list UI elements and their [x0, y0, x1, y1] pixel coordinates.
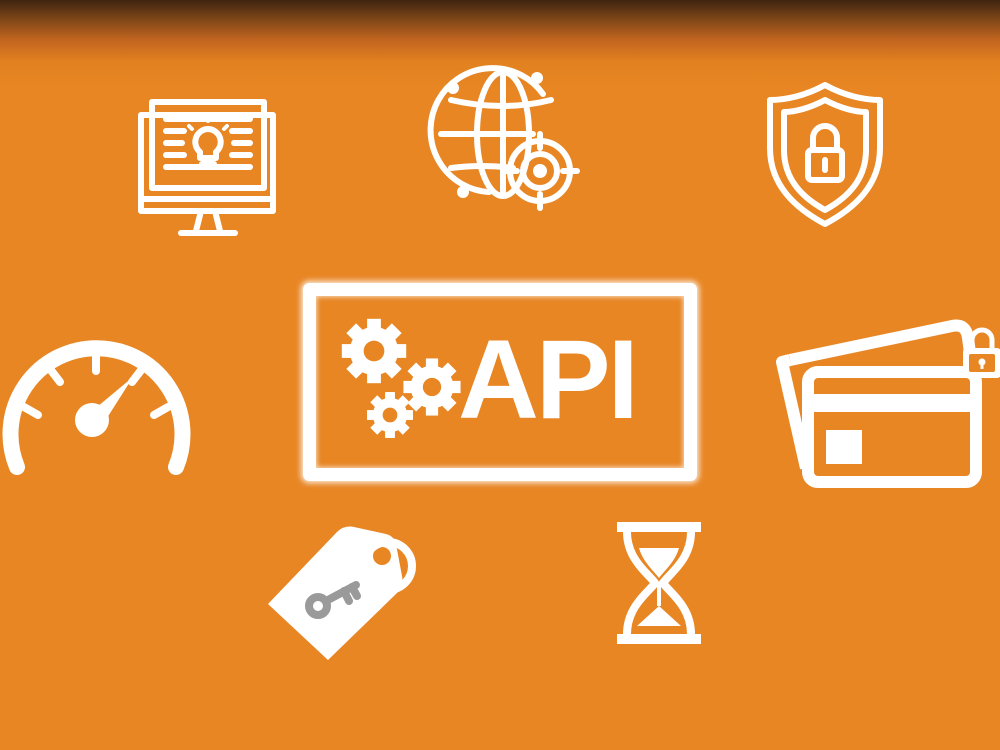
shield-lock-icon — [765, 80, 885, 230]
api-frame — [303, 283, 697, 481]
speedometer-icon — [0, 325, 191, 475]
gears-icon — [340, 315, 470, 445]
hourglass-icon — [615, 520, 705, 648]
globe-target-icon — [427, 64, 580, 211]
api-label: API — [458, 317, 639, 442]
monitor-lightbulb-icon — [136, 97, 278, 239]
credit-card-lock-icon — [776, 318, 1000, 493]
key-tag-icon — [262, 514, 422, 662]
